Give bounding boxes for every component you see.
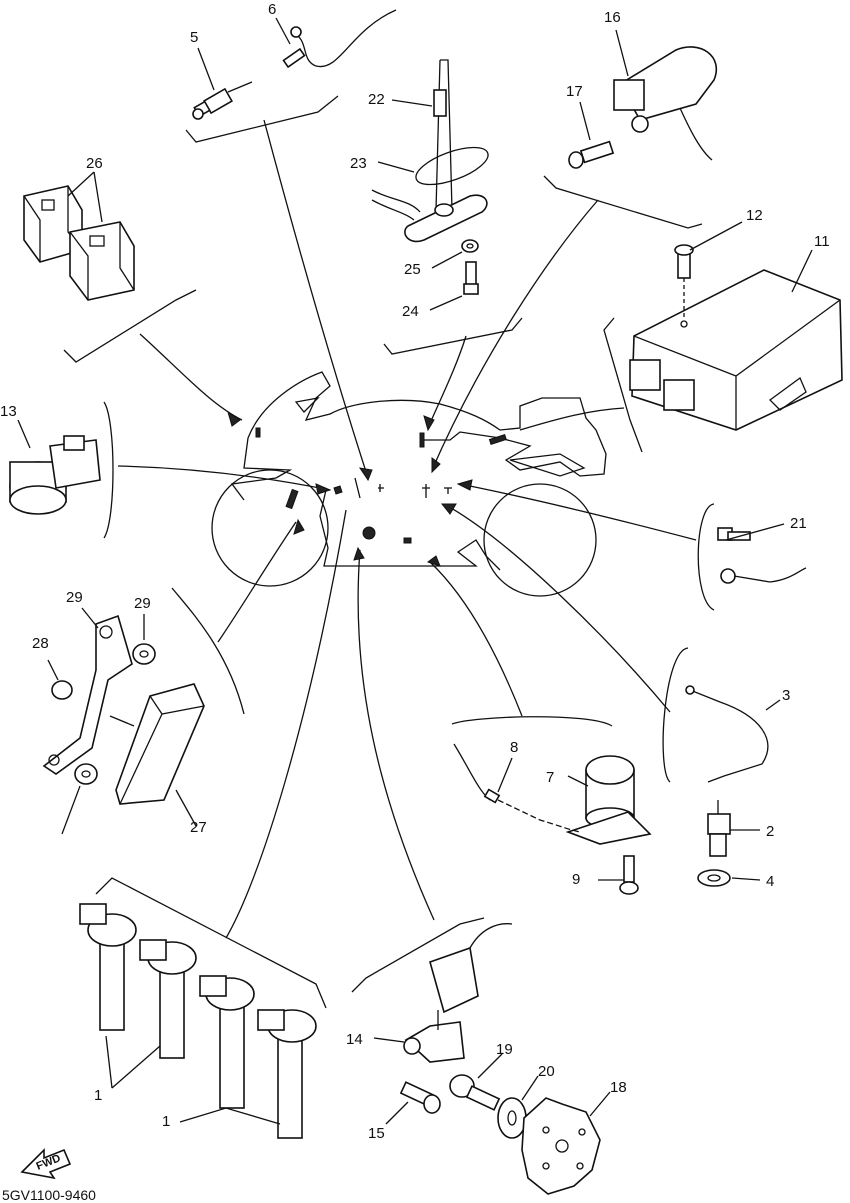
bracket-part-28: [42, 614, 133, 775]
callout-3: 3: [782, 687, 790, 704]
region-brackets: [63, 95, 715, 1009]
callout-4: 4: [766, 873, 774, 890]
forward-direction-indicator: FWD: [20, 1148, 72, 1180]
leader-lines: [117, 119, 697, 939]
callout-14: 15: [368, 1125, 385, 1142]
sensor-part-15: [613, 46, 717, 161]
bolt-part-23: [463, 261, 479, 295]
callout-1-left: 1: [94, 1087, 102, 1104]
sensor-part-13: [403, 923, 513, 1063]
module-part-26: [109, 683, 205, 805]
washer-part-4: [697, 869, 731, 887]
callout-29-top: 29: [134, 595, 151, 612]
callout-21: 22: [368, 91, 385, 108]
callout-6: 6: [268, 1, 276, 18]
callout-7: 7: [546, 769, 554, 786]
callout-leaders: [17, 17, 813, 1125]
sensor-part-2: [707, 800, 731, 857]
callout-12: 13: [0, 403, 17, 420]
callout-18: 19: [496, 1041, 513, 1058]
bolt-part-9: [619, 855, 639, 895]
coil-part-7: [565, 755, 652, 845]
callout-22: 23: [350, 155, 367, 172]
nut-part-27: [51, 680, 73, 700]
cable-part-8: [453, 743, 581, 833]
cable-part-6: [282, 9, 397, 69]
callout-11: 12: [746, 207, 763, 224]
sensor-part-5: [192, 81, 253, 120]
callout-13: 14: [346, 1031, 363, 1048]
screw-part-11: [674, 244, 694, 328]
switch-part-12: [9, 435, 101, 515]
o-ring-part-22: [415, 146, 489, 186]
screw-part-16: [568, 140, 615, 169]
probe-part-21: [371, 59, 488, 243]
washer-part-24: [461, 239, 479, 253]
ignition-coils-part-1: [79, 903, 317, 1139]
callout-9: 9: [572, 871, 580, 888]
relay-part-25: [23, 185, 135, 301]
callout-10: 11: [814, 233, 830, 250]
callout-5: 5: [190, 29, 198, 46]
callout-20: 21: [790, 515, 807, 532]
control-unit-part-10: [629, 269, 843, 431]
callout-24: 25: [404, 261, 421, 278]
bolt-part-18: [449, 1074, 501, 1111]
callout-2: 2: [766, 823, 774, 840]
callout-17: 18: [610, 1079, 627, 1096]
washer-part-19: [497, 1097, 527, 1139]
callout-23: 24: [402, 303, 419, 320]
motorcycle-silhouette: [211, 371, 607, 597]
callout-28: 29: [66, 589, 83, 606]
wire-part-3: [685, 685, 769, 783]
fwd-arrow-icon: [20, 1148, 72, 1180]
callout-16: 17: [566, 83, 583, 100]
wire-part-20: [720, 567, 807, 584]
drawing-code: 5GV1100-9460: [2, 1187, 96, 1203]
callout-15: 16: [604, 9, 621, 26]
callout-25: 26: [86, 155, 103, 172]
callout-labels: 5 6 22 23 25 24 16 17 26 12 11 13 21 29 …: [0, 1, 830, 1142]
callout-8: 8: [510, 739, 518, 756]
callout-1-right: 1: [162, 1113, 170, 1130]
callout-26: 27: [190, 819, 207, 836]
screw-part-14: [399, 1081, 441, 1114]
rotor-part-17: [521, 1097, 601, 1195]
callout-19: 20: [538, 1063, 555, 1080]
washer-part-29: [74, 643, 156, 785]
callout-27: 28: [32, 635, 49, 652]
